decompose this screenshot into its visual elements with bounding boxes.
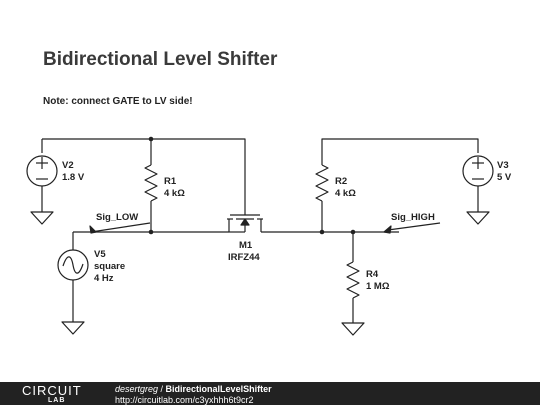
ground-icon	[341, 322, 365, 336]
separator: /	[158, 384, 166, 394]
m1-part: IRFZ44	[228, 252, 260, 263]
logo-text-bottom: LAB	[48, 397, 66, 404]
v2-value: 1.8 V	[62, 172, 85, 183]
v3-name: V3	[497, 160, 509, 171]
r2-value: 4 kΩ	[335, 188, 356, 199]
sig-low-label: Sig_LOW	[96, 212, 138, 223]
v5-name: V5	[94, 249, 106, 260]
ground-icon	[30, 211, 54, 225]
author-link[interactable]: desertgreg	[115, 384, 159, 394]
page-title: Bidirectional Level Shifter	[43, 49, 278, 70]
v3-source[interactable]	[462, 155, 494, 212]
r2-resistor[interactable]	[315, 164, 329, 202]
v2-source[interactable]	[26, 139, 58, 212]
v3-value: 5 V	[497, 172, 512, 183]
r4-name: R4	[366, 269, 379, 280]
note-text: Note: connect GATE to LV side!	[43, 96, 193, 107]
r4-value: 1 MΩ	[366, 281, 390, 292]
m1-name: M1	[239, 240, 253, 251]
sig-low-flag	[89, 222, 151, 234]
circuit-url[interactable]: http://circuitlab.com/c3yxhhh6t9cr2	[115, 394, 254, 405]
circuitlab-logo[interactable]: CIRCUIT LAB	[22, 384, 82, 405]
logo-text-top: CIRCUIT	[22, 383, 82, 398]
r4-resistor[interactable]	[346, 261, 360, 299]
v5-type: square	[94, 261, 125, 272]
r2-name: R2	[335, 176, 347, 187]
r1-resistor[interactable]	[144, 164, 158, 232]
v2-name: V2	[62, 160, 74, 171]
sig-high-flag	[383, 222, 441, 234]
ground-icon	[61, 321, 85, 335]
v5-freq: 4 Hz	[94, 273, 114, 284]
footer-bar: CIRCUIT LAB desertgreg / BidirectionalLe…	[0, 382, 540, 405]
r1-value: 4 kΩ	[164, 188, 185, 199]
junction-dots	[148, 136, 356, 235]
m1-mosfet[interactable]	[227, 207, 263, 232]
circuit-name: BidirectionalLevelShifter	[165, 384, 272, 394]
ground-icon	[466, 211, 490, 225]
credit-block: desertgreg / BidirectionalLevelShifter h…	[115, 384, 272, 405]
sig-high-label: Sig_HIGH	[391, 212, 435, 223]
v5-square-source[interactable]	[57, 249, 89, 281]
schematic: V2 1.8 V R1 4 kΩ R2 4 kΩ V3 5 V M1 IRFZ4…	[26, 136, 512, 336]
r1-name: R1	[164, 176, 177, 187]
